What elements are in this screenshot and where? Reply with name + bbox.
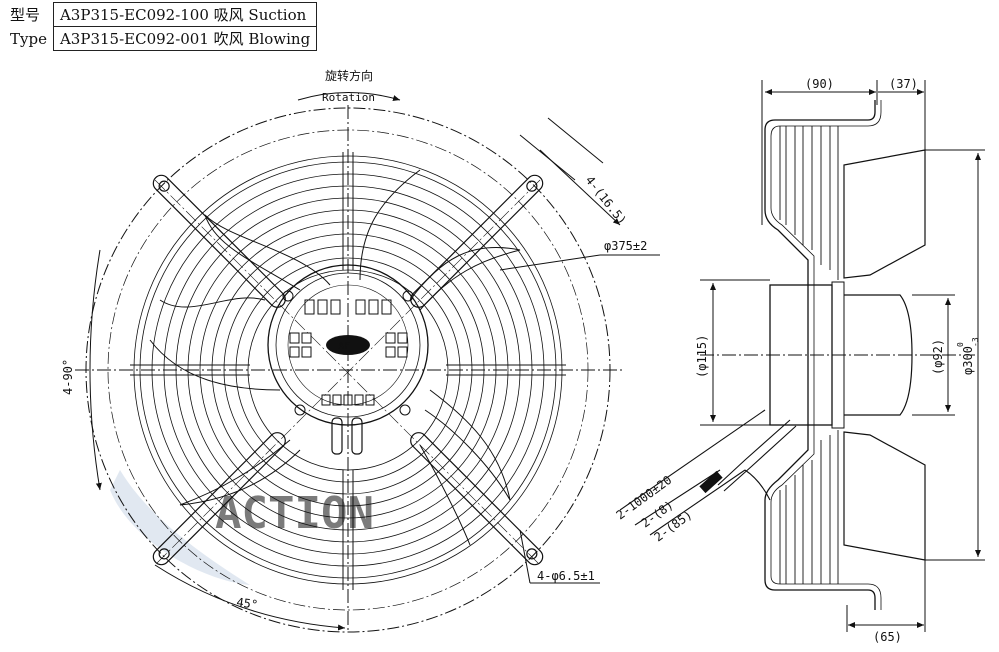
dim-mounting-holes: 4-φ6.5±1 <box>537 569 595 583</box>
model-row-suction: 型号 A3P315-EC092-100 吸风 Suction <box>8 2 318 27</box>
dim-front: (37) <box>889 77 918 91</box>
model-label: 型号 <box>8 2 54 27</box>
dim-guard-diameter: φ375±2 <box>604 239 647 253</box>
dim-impeller: φ300 <box>961 346 975 375</box>
dim-angle-offset: 45° <box>236 595 259 612</box>
rotation-label-en: Rotation <box>322 91 375 104</box>
motor-hub <box>267 264 429 455</box>
dim-rear: (65) <box>873 630 902 644</box>
model-row-blowing: Type A3P315-EC092-001 吹风 Blowing <box>8 26 318 51</box>
dim-bracket-width: 4-(16.5) <box>583 173 630 227</box>
dim-motor: (φ92) <box>931 339 945 375</box>
model-value: A3P315-EC092-100 吸风 Suction <box>52 2 318 27</box>
rotation-arrow-icon <box>297 92 401 101</box>
dim-hub: (φ115) <box>695 335 709 378</box>
cable <box>619 409 797 536</box>
side-view <box>619 80 985 632</box>
brand-logo-icon <box>326 335 370 355</box>
dim-angle-spacing: 4-90° <box>61 359 75 395</box>
dim-depth: (90) <box>805 77 834 91</box>
dim-impeller-tol-upper: 0 <box>956 342 965 347</box>
rotation-label-cn: 旋转方向 <box>325 68 373 83</box>
fan-blades <box>149 169 521 546</box>
guard-radial-wires <box>130 152 566 590</box>
mounting-brackets <box>152 174 544 566</box>
watermark: ACTION <box>110 470 374 585</box>
dim-impeller-tol-lower: -3 <box>971 337 980 347</box>
front-view <box>75 92 660 633</box>
type-value: A3P315-EC092-001 吹风 Blowing <box>52 26 318 51</box>
model-table: 型号 A3P315-EC092-100 吸风 Suction Type A3P3… <box>8 2 318 51</box>
type-label: Type <box>8 26 54 51</box>
guard-rings <box>133 155 563 585</box>
logo-text: AF <box>338 341 350 352</box>
watermark-text: ACTION <box>215 488 374 539</box>
